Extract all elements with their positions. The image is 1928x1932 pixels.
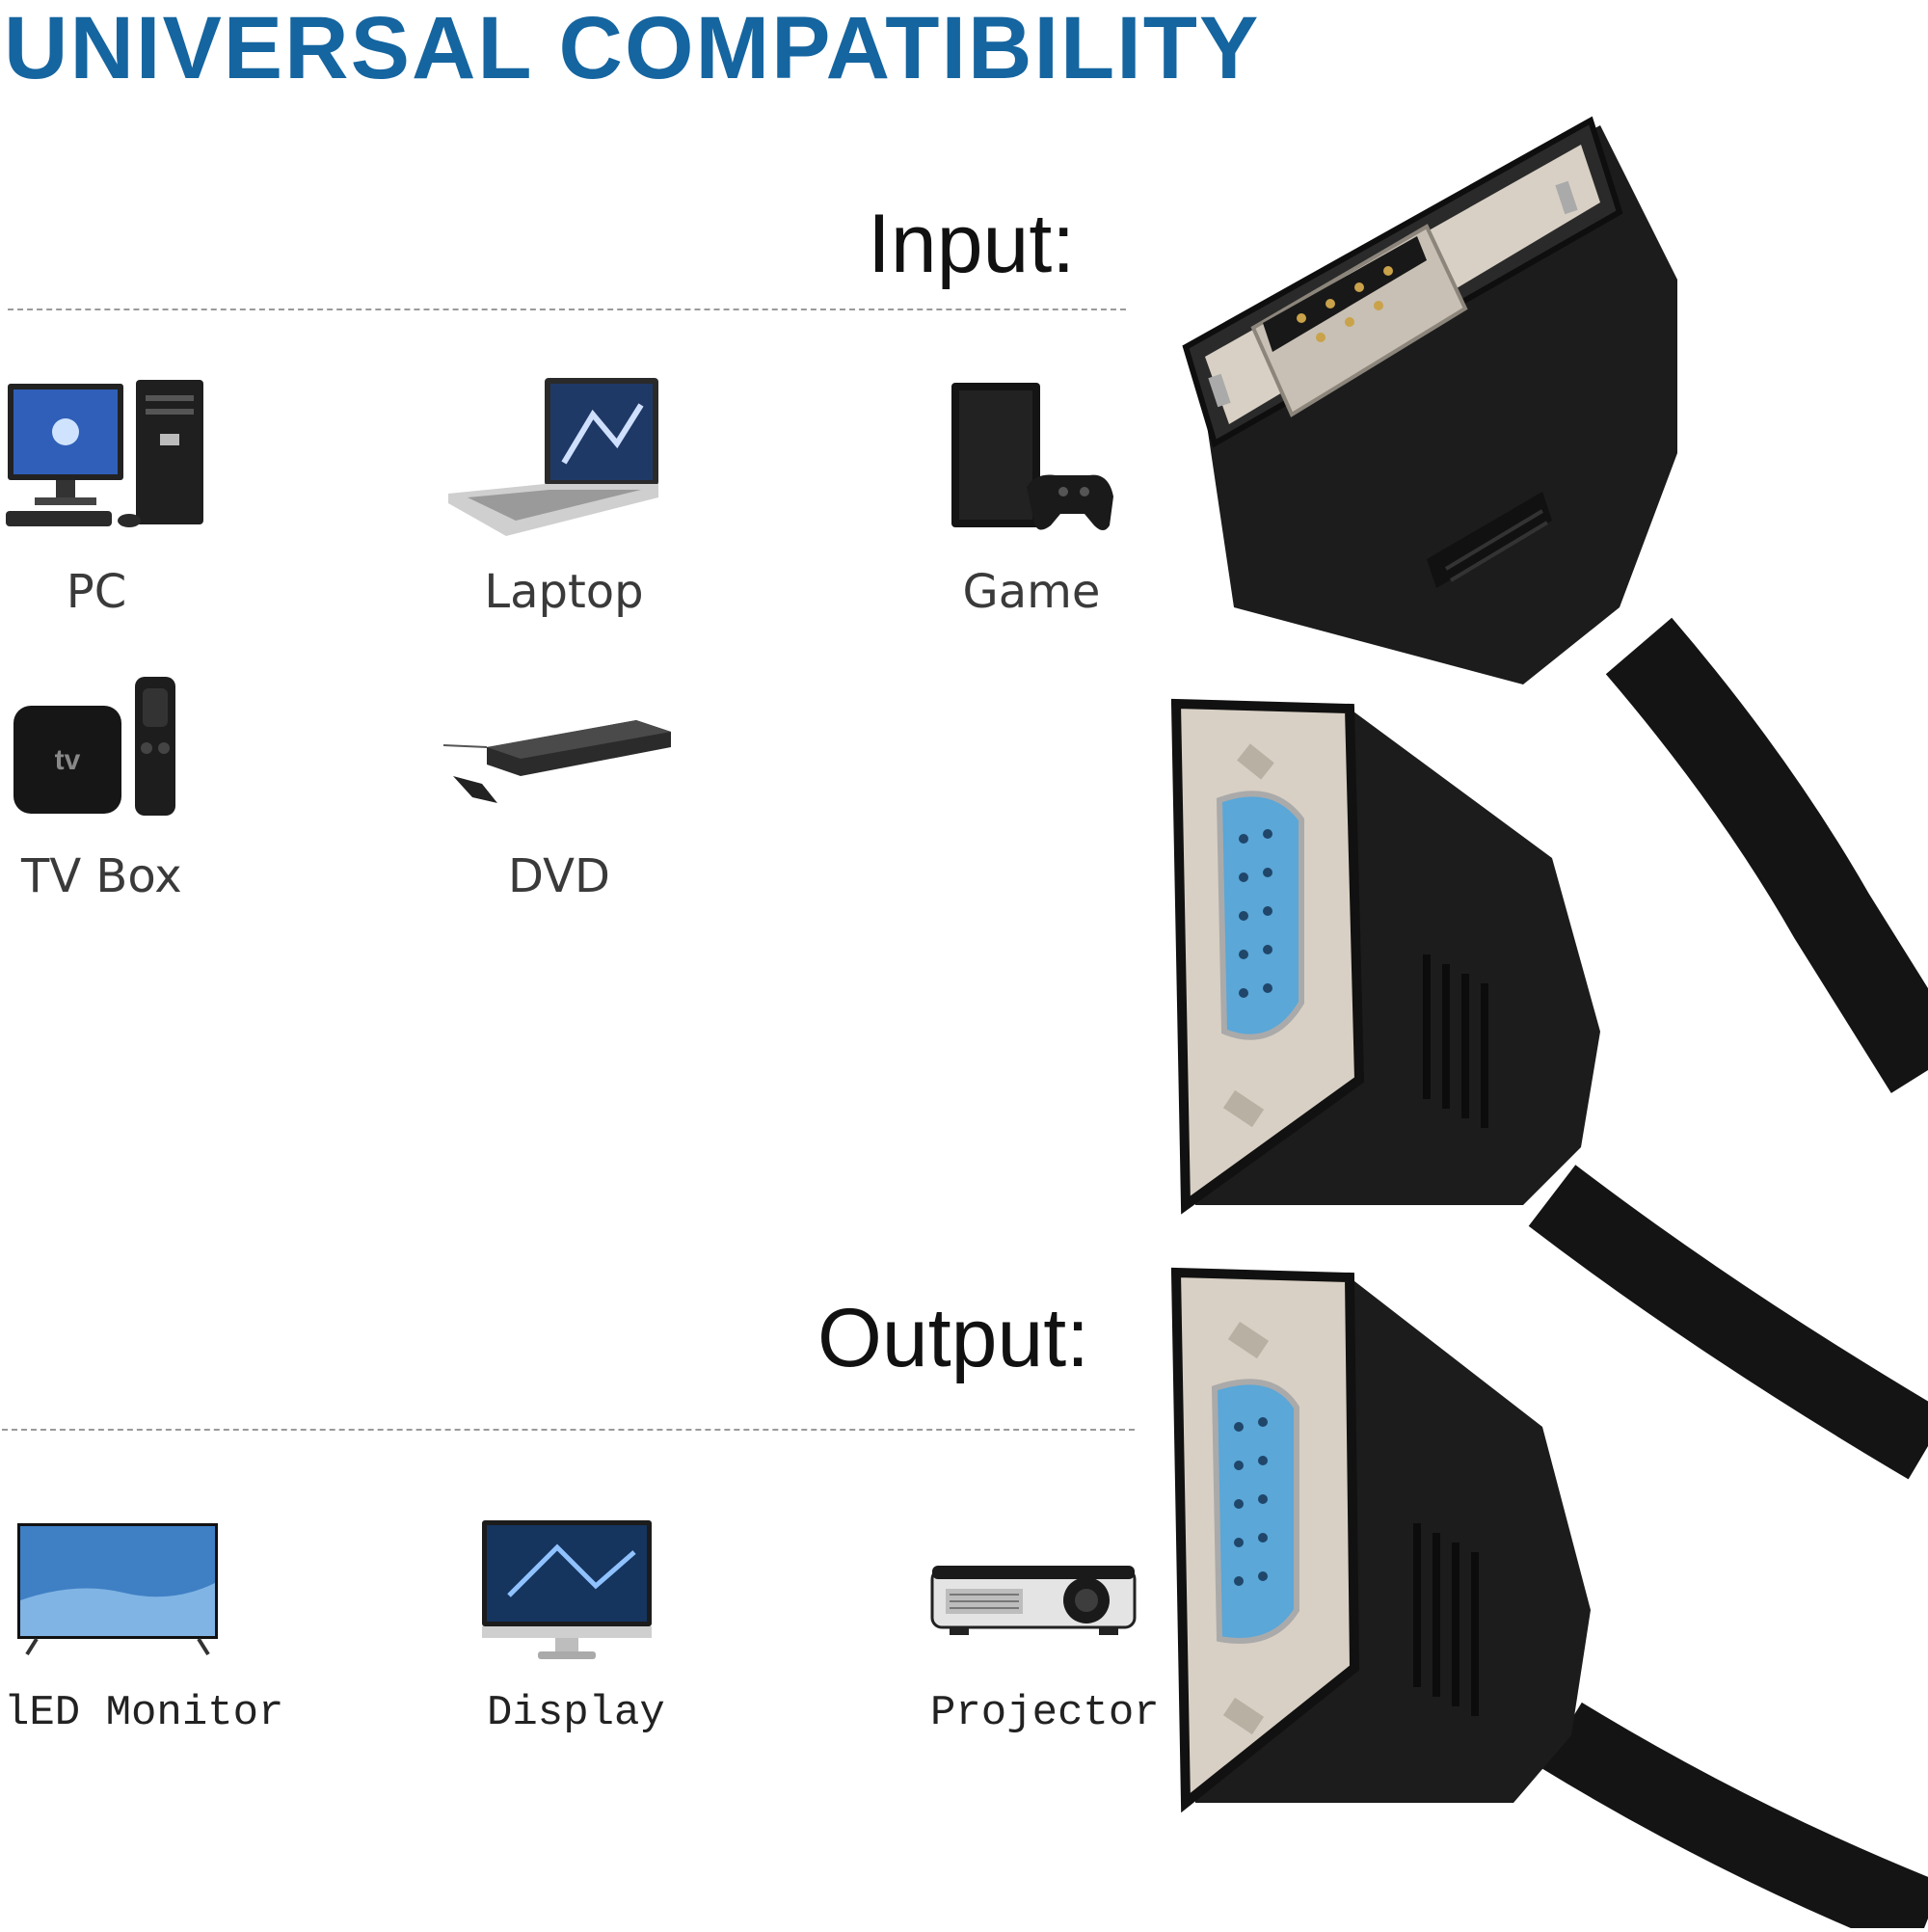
device-label-laptop: Laptop: [484, 565, 644, 619]
pc-icon: [6, 376, 208, 539]
led-monitor-icon: [17, 1523, 220, 1662]
device-label-projector: Projector: [930, 1689, 1160, 1737]
device-label-game: Game: [962, 565, 1101, 619]
device-label-pc: PC: [66, 565, 127, 619]
vga-female-connector-1: [1170, 698, 1600, 1215]
device-label-dvd: DVD: [508, 849, 610, 903]
output-heading: Output:: [817, 1292, 1090, 1384]
device-label-tv-box: TV Box: [21, 849, 182, 903]
input-heading: Input:: [868, 198, 1076, 290]
vga-male-connector: [1182, 116, 1677, 684]
laptop-icon: [448, 376, 660, 544]
game-console-icon: [950, 381, 1113, 544]
device-label-display: Display: [487, 1689, 665, 1737]
projector-icon: [930, 1562, 1138, 1643]
page-title: UNIVERSAL COMPATIBILITY: [4, 0, 1261, 97]
input-divider: [8, 309, 1126, 310]
tv-box-icon: tv: [12, 675, 180, 823]
device-label-led-monitor: lED Monitor: [4, 1689, 284, 1737]
display-icon: [480, 1518, 654, 1667]
tv-box-logo: tv: [55, 744, 81, 776]
vga-female-connector-2: [1170, 1267, 1591, 1813]
output-divider: [2, 1429, 1135, 1431]
vga-splitter-cable-illustration: [1138, 106, 1928, 1932]
dvd-player-icon: [442, 718, 675, 814]
